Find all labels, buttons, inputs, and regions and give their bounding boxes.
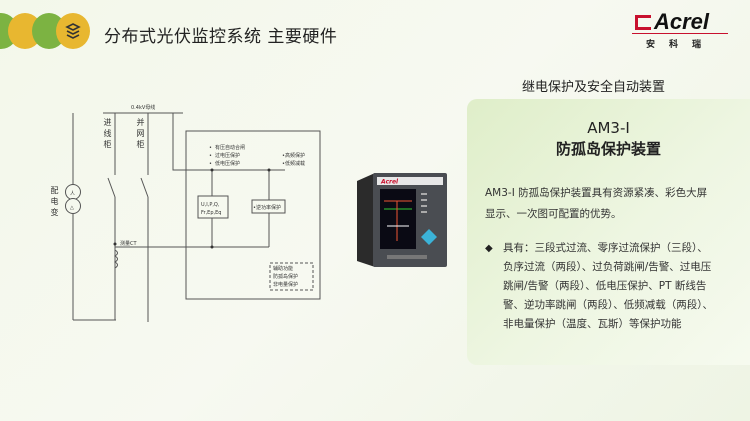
measure-label: Fr,Ep,Eq bbox=[201, 210, 221, 216]
acrel-logo: Acrel 安科瑞 bbox=[632, 9, 730, 50]
grid-cabinet-label: 并网柜 bbox=[136, 118, 145, 151]
func-label: 高频保护 bbox=[285, 152, 305, 159]
section-subtitle: 继电保护及安全自动装置 bbox=[522, 80, 666, 95]
svg-text:•: • bbox=[209, 145, 212, 151]
svg-text:•: • bbox=[282, 161, 285, 167]
feature-list-item: ◆ 具有：三段式过流、零序过流保护（三段）、负序过流（两段）、过负荷跳闸/告警、… bbox=[485, 239, 713, 334]
func-label: 过电压保护 bbox=[215, 152, 240, 159]
svg-text:•: • bbox=[209, 153, 212, 159]
svg-text:•: • bbox=[253, 205, 256, 211]
diamond-bullet-icon: ◆ bbox=[485, 243, 493, 254]
func-label: 低频减载 bbox=[285, 160, 305, 167]
aux-title: 辅助功能 bbox=[273, 265, 293, 272]
svg-text:人: 人 bbox=[70, 191, 75, 197]
layers-icon bbox=[56, 13, 90, 49]
func-label: 有压自动合闸 bbox=[215, 144, 245, 151]
transformer-label: 配电变 bbox=[50, 186, 59, 219]
device-brand: Acrel bbox=[380, 179, 399, 186]
feature-text: 具有：三段式过流、零序过流保护（三段）、负序过流（两段）、过负荷跳闸/告警、过电… bbox=[503, 242, 713, 330]
reverse-power-label: 逆功率保护 bbox=[256, 204, 281, 211]
svg-text:△: △ bbox=[70, 205, 74, 211]
func-label: 低电压保护 bbox=[215, 160, 240, 167]
aux-label: 防孤岛保护 bbox=[273, 273, 298, 280]
product-model: AM3-I bbox=[587, 119, 630, 137]
product-description: AM3-I 防孤岛保护装置具有资源紧凑、彩色大屏显示、一次图可配置的优势。 bbox=[485, 187, 708, 220]
measure-label: U,I,P,Q, bbox=[201, 202, 220, 208]
incoming-cabinet-label: 进线柜 bbox=[103, 118, 112, 151]
aux-label: 非电量保护 bbox=[273, 281, 298, 288]
ct-label: 测量CT bbox=[120, 240, 137, 247]
svg-text:•: • bbox=[209, 161, 212, 167]
page-title: 分布式光伏监控系统 主要硬件 bbox=[104, 27, 338, 47]
product-panel: AM3-I 防孤岛保护装置 AM3-I 防孤岛保护装置具有资源紧凑、彩色大屏显示… bbox=[467, 99, 750, 365]
product-name: 防孤岛保护装置 bbox=[555, 140, 661, 158]
am3-i-device-image: Acrel bbox=[357, 171, 449, 269]
bus-label: 0.4kV母线 bbox=[131, 104, 155, 111]
svg-text:•: • bbox=[282, 153, 285, 159]
